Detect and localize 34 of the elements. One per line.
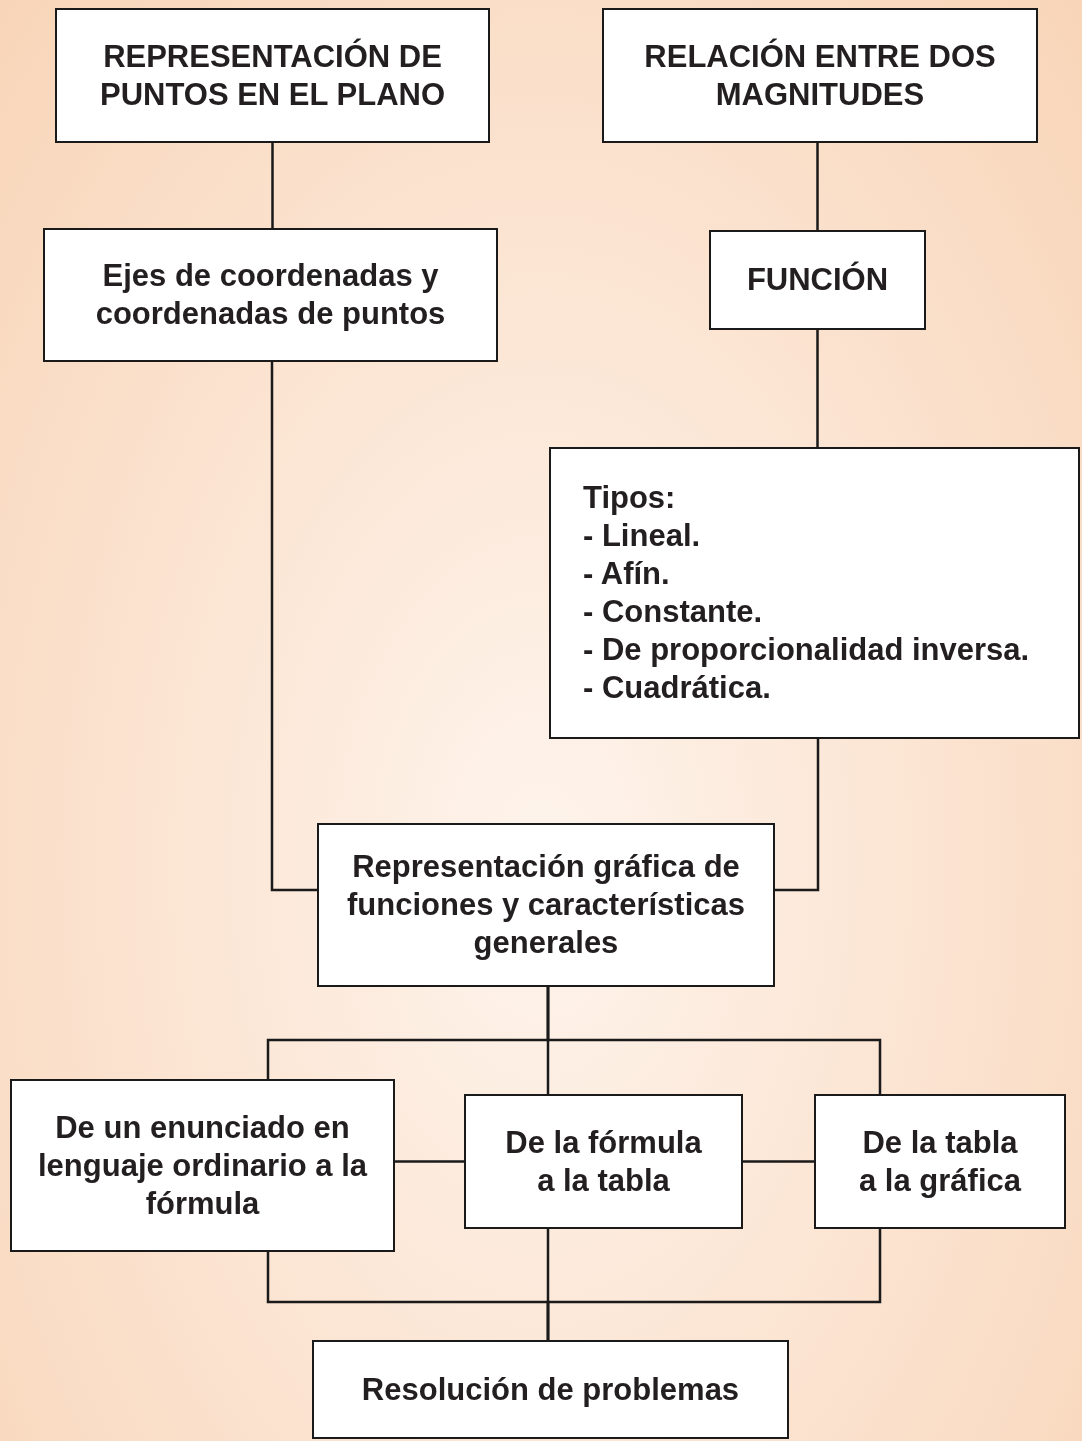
box-text: REPRESENTACIÓN DE PUNTOS EN EL PLANO	[98, 37, 447, 114]
concept-box	[602, 8, 1038, 143]
box-text: - De proporcionalidad inversa.	[583, 631, 1030, 669]
box-text: De un enunciado en lenguaje ordinario a la fórmula	[37, 1108, 369, 1223]
concept-box	[549, 447, 1080, 739]
box-text: De la tabla a la gráfica	[858, 1123, 1023, 1200]
concept-box	[312, 1340, 789, 1439]
box-text: Tipos:	[583, 479, 676, 517]
concept-box	[709, 230, 926, 330]
concept-box	[317, 823, 775, 987]
connector-line	[546, 987, 882, 1094]
box-text: Representación gráfica de funciones y características generales	[345, 848, 746, 962]
box-text: De la fórmula a la tabla	[504, 1123, 703, 1200]
box-text: - Constante.	[583, 593, 763, 631]
connector-line	[743, 1160, 814, 1163]
box-text: Ejes de coordenadas y coordenadas de puntos	[94, 257, 447, 333]
connector-line	[816, 330, 819, 447]
concept-box	[814, 1094, 1066, 1229]
connector-line	[271, 143, 274, 228]
box-text: Resolución de problemas	[361, 1370, 740, 1409]
concept-box	[464, 1094, 743, 1229]
box-text: RELACIÓN ENTRE DOS MAGNITUDES	[643, 37, 997, 114]
connector-line	[775, 739, 820, 892]
box-text: - Cuadrática.	[583, 669, 771, 707]
connector-line	[546, 1229, 882, 1340]
concept-box	[43, 228, 498, 362]
connector-line	[395, 1160, 464, 1163]
box-text: - Lineal.	[583, 517, 701, 555]
connector-line	[816, 143, 819, 230]
concept-box	[10, 1079, 395, 1252]
concept-box	[55, 8, 490, 143]
connector-line	[270, 362, 317, 892]
box-text: - Afín.	[583, 555, 670, 593]
box-text: FUNCIÓN	[746, 261, 889, 299]
